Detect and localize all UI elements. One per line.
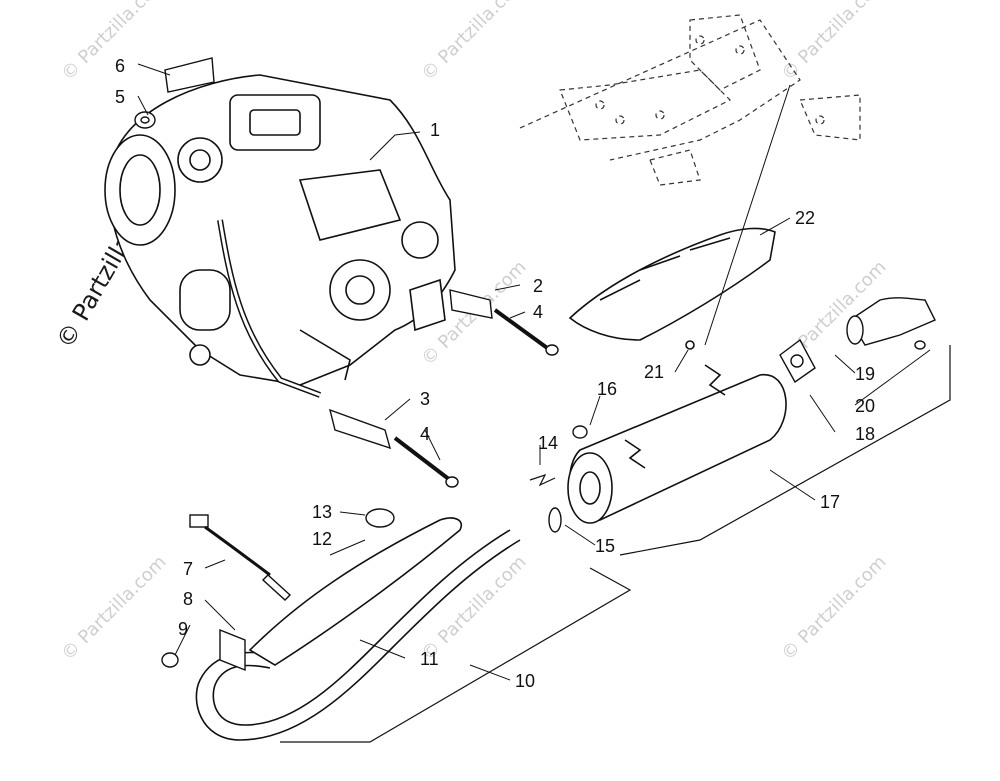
callout-14: 14	[538, 433, 558, 453]
callout-labels: 1 2 3 4 4 5 6 7 8 9 10 11 12 13 14 15 16…	[115, 56, 875, 691]
leader-lines	[137, 63, 931, 681]
callout-22: 22	[795, 208, 815, 228]
part-5-nut	[134, 111, 156, 129]
callout-10: 10	[515, 671, 535, 691]
callout-7: 7	[183, 559, 193, 579]
callout-20: 20	[855, 396, 875, 416]
callout-4-lower: 4	[420, 424, 430, 444]
frame-dashed	[519, 14, 861, 186]
part-10-exhaust-pipe	[195, 529, 521, 741]
part-14-spring	[529, 473, 556, 487]
watermark-text: © Partzilla.com	[417, 552, 530, 665]
callout-21: 21	[644, 362, 664, 382]
callout-3: 3	[420, 389, 430, 409]
part-6-decal	[164, 57, 215, 93]
callout-1: 1	[430, 120, 440, 140]
part-17-muffler	[567, 364, 787, 524]
watermark-text: © Partzilla.com	[417, 0, 530, 85]
callout-19: 19	[855, 364, 875, 384]
watermark-text: © Partzilla.com	[57, 552, 170, 665]
part-18-gasket	[779, 338, 816, 384]
callout-15: 15	[595, 536, 615, 556]
part-9-bolt	[161, 652, 179, 668]
part-3-fitting	[329, 408, 459, 488]
watermark-text: © Partzilla.com	[57, 0, 170, 85]
part-2-fitting	[449, 289, 559, 356]
callout-6: 6	[115, 56, 125, 76]
part-16-grommet	[572, 425, 588, 439]
part-7-o2-sensor	[189, 514, 292, 601]
part-20-bolt	[914, 340, 926, 350]
part-8-bracket	[219, 628, 246, 672]
callout-2: 2	[533, 276, 543, 296]
callout-5: 5	[115, 87, 125, 107]
group-bracket-lines	[280, 345, 951, 743]
engine-assembly	[104, 74, 456, 398]
callout-11: 11	[420, 649, 439, 669]
callout-13: 13	[312, 502, 332, 522]
callout-8: 8	[183, 589, 193, 609]
part-13-clamp	[365, 508, 395, 528]
part-15-gasket	[548, 507, 562, 533]
callout-17: 17	[820, 492, 840, 512]
callout-9: 9	[178, 619, 188, 639]
part-19-tail-pipe	[846, 297, 936, 346]
watermark-text: © Partzilla.com	[777, 552, 890, 665]
callout-4-upper: 4	[533, 302, 543, 322]
part-22-heat-shield	[568, 227, 776, 350]
callout-18: 18	[855, 424, 875, 444]
callout-12: 12	[312, 529, 332, 549]
callout-16: 16	[597, 379, 617, 399]
part-12-pipe-shield	[248, 517, 462, 666]
